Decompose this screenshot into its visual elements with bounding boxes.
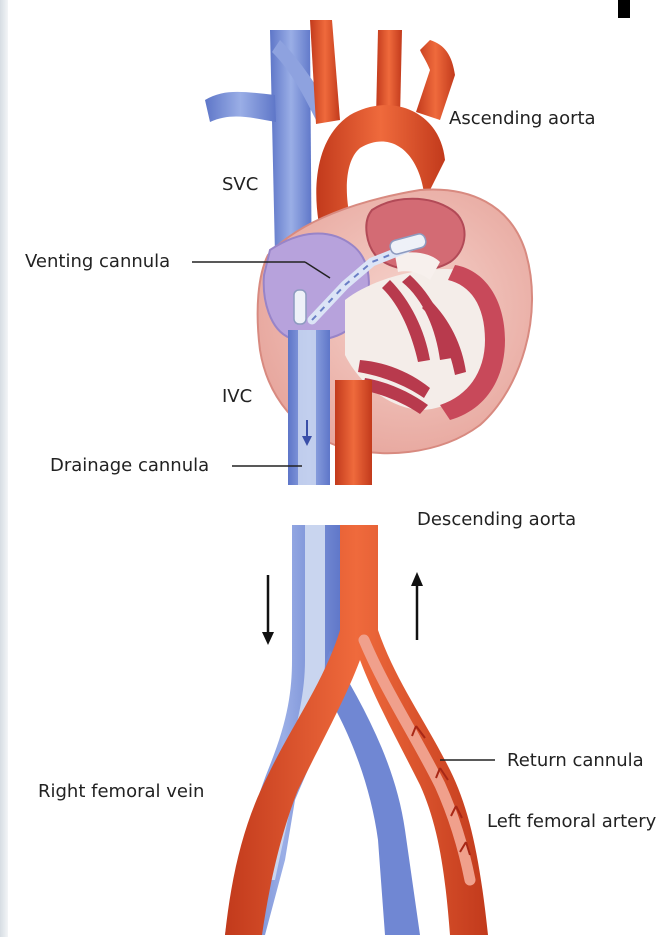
label-ascending-aorta: Ascending aorta [449, 109, 596, 129]
label-descending-aorta: Descending aorta [417, 510, 576, 530]
brachiocephalic-vein [205, 92, 276, 122]
aortic-branch-2 [376, 30, 402, 118]
descending-aorta-upper [335, 380, 372, 485]
label-svc: SVC [222, 175, 258, 195]
down-arrow-icon [262, 575, 274, 645]
label-left-femoral-artery: Left femoral artery [487, 812, 656, 832]
label-ivc: IVC [222, 387, 252, 407]
ivc-cannula-tip [294, 290, 306, 324]
up-arrow-icon [411, 572, 423, 640]
drainage-cannula-tube [298, 330, 316, 485]
label-return-cannula: Return cannula [507, 751, 644, 771]
label-venting-cannula: Venting cannula [25, 252, 170, 272]
label-drainage-cannula: Drainage cannula [50, 456, 209, 476]
label-right-femoral-vein: Right femoral vein [38, 782, 204, 802]
